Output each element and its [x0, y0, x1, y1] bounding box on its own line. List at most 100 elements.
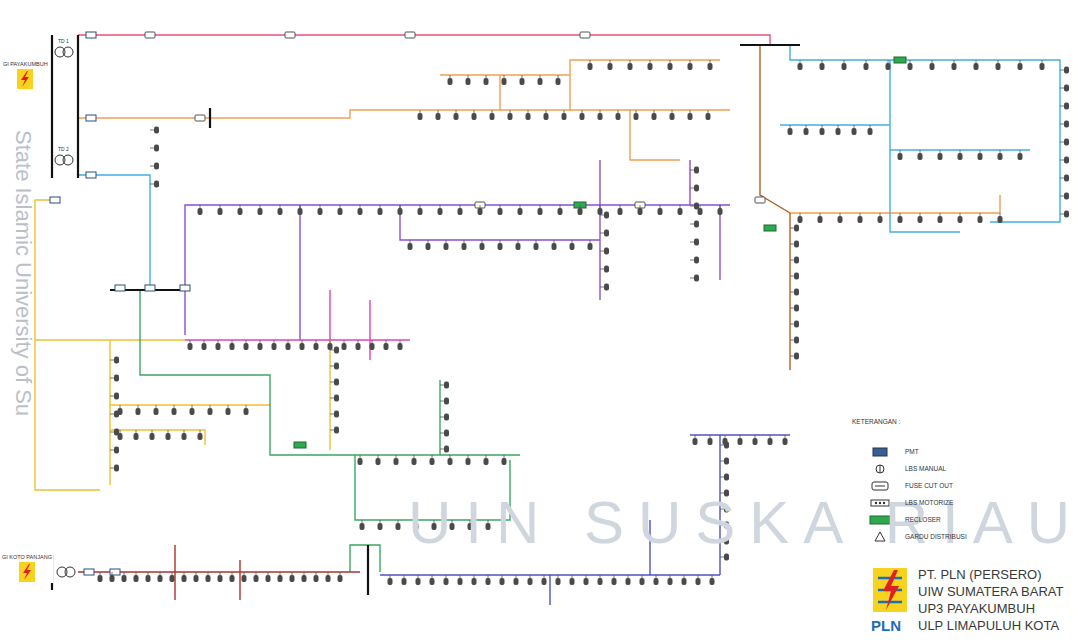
gardu-body — [444, 414, 449, 421]
gardu-stub — [770, 435, 771, 438]
substation-name: GI KOTO PANJANG — [2, 554, 52, 560]
gardu-distribusi — [398, 340, 403, 350]
gardu-stub — [110, 360, 114, 361]
gardu-stub — [432, 455, 433, 458]
gardu-distribusi — [570, 240, 575, 250]
busbar — [740, 44, 800, 46]
gardu-distribusi — [520, 75, 525, 85]
gardu-body — [198, 433, 203, 440]
gardu-distribusi — [600, 212, 609, 219]
gardu-distribusi — [720, 474, 729, 481]
gardu-distribusi — [688, 60, 693, 70]
gardu-stub — [558, 575, 559, 578]
gardu-body — [154, 145, 159, 152]
gardu-stub — [610, 60, 611, 63]
gardu-stub — [636, 110, 637, 113]
gardu-body — [98, 575, 103, 582]
gardu-distribusi — [122, 572, 127, 582]
gardu-body — [526, 113, 531, 120]
gardu-distribusi — [356, 340, 361, 350]
gardu-stub — [932, 60, 933, 63]
gardu-stub — [1060, 178, 1064, 179]
gardu-distribusi — [438, 205, 443, 215]
gardu-distribusi — [110, 393, 119, 400]
gardu-stub — [690, 170, 694, 171]
gardu-body — [628, 63, 633, 70]
gardu-stub — [244, 572, 245, 575]
gardu-stub — [844, 60, 845, 63]
gardu-distribusi — [798, 60, 803, 70]
gardu-stub — [806, 125, 807, 128]
gardu-stub — [168, 430, 169, 433]
gardu-body — [154, 127, 159, 134]
gardu-stub — [695, 435, 696, 438]
gardu-distribusi — [570, 575, 575, 585]
gardu-body — [448, 458, 453, 465]
gardu-stub — [136, 572, 137, 575]
gardu-stub — [320, 205, 321, 208]
gardu-stub — [712, 575, 713, 578]
gardu-body — [466, 458, 471, 465]
lbs-symbol — [755, 197, 765, 203]
gardu-body — [444, 398, 449, 405]
gardu-body — [334, 411, 339, 418]
gardu-stub — [790, 125, 791, 128]
gardu-stub — [698, 575, 699, 578]
gardu-stub — [600, 205, 601, 208]
gardu-distribusi — [1060, 103, 1069, 110]
gardu-stub — [450, 75, 451, 78]
gardu-stub — [572, 575, 573, 578]
gardu-stub — [500, 240, 501, 243]
gardu-distribusi — [668, 575, 673, 585]
gardu-distribusi — [408, 240, 413, 250]
gardu-stub — [710, 435, 711, 438]
gardu-stub — [138, 405, 139, 408]
gardu-stub — [328, 572, 329, 575]
gardu-stub — [440, 433, 444, 434]
gardu-body — [394, 458, 399, 465]
gardu-stub — [614, 575, 615, 578]
gardu-body — [342, 343, 347, 350]
gardu-body — [356, 343, 361, 350]
legend-fuse-line — [875, 486, 885, 487]
gardu-distribusi — [182, 572, 187, 582]
gardu-body — [110, 575, 115, 582]
gardu-distribusi — [448, 455, 453, 465]
gardu-body — [150, 433, 155, 440]
gardu-distribusi — [330, 411, 339, 418]
gardu-stub — [390, 575, 391, 578]
gardu-distribusi — [898, 213, 903, 223]
gardu-stub — [136, 430, 137, 433]
gardu-distribusi — [466, 75, 471, 85]
gardu-body — [598, 208, 603, 215]
gardu-stub — [960, 150, 961, 153]
gardu-body — [298, 208, 303, 215]
gardu-body — [458, 208, 463, 215]
gardu-body — [466, 78, 471, 85]
gardu-distribusi — [998, 213, 1003, 223]
gardu-stub — [790, 276, 794, 277]
gardu-distribusi — [478, 205, 483, 215]
gardu-stub — [210, 405, 211, 408]
gardu-stub — [380, 205, 381, 208]
gardu-stub — [460, 205, 461, 208]
gardu-body — [188, 343, 193, 350]
gardu-stub — [340, 572, 341, 575]
gardu-stub — [640, 205, 641, 208]
gardu-body — [1064, 85, 1069, 92]
gardu-body — [918, 153, 923, 160]
gardu-distribusi — [798, 213, 803, 223]
legend-fuse — [872, 482, 888, 490]
gardu-distribusi — [670, 110, 675, 120]
gardu-distribusi — [254, 572, 259, 582]
gardu-distribusi — [110, 375, 119, 382]
feeder-line — [350, 545, 380, 572]
gardu-stub — [232, 340, 233, 343]
gardu-body — [398, 343, 403, 350]
gardu-distribusi — [886, 60, 891, 70]
gardu-stub — [528, 110, 529, 113]
gardu-body — [114, 465, 119, 472]
gardu-distribusi — [198, 205, 203, 215]
gardu-distribusi — [166, 430, 171, 440]
gardu-distribusi — [150, 145, 159, 152]
